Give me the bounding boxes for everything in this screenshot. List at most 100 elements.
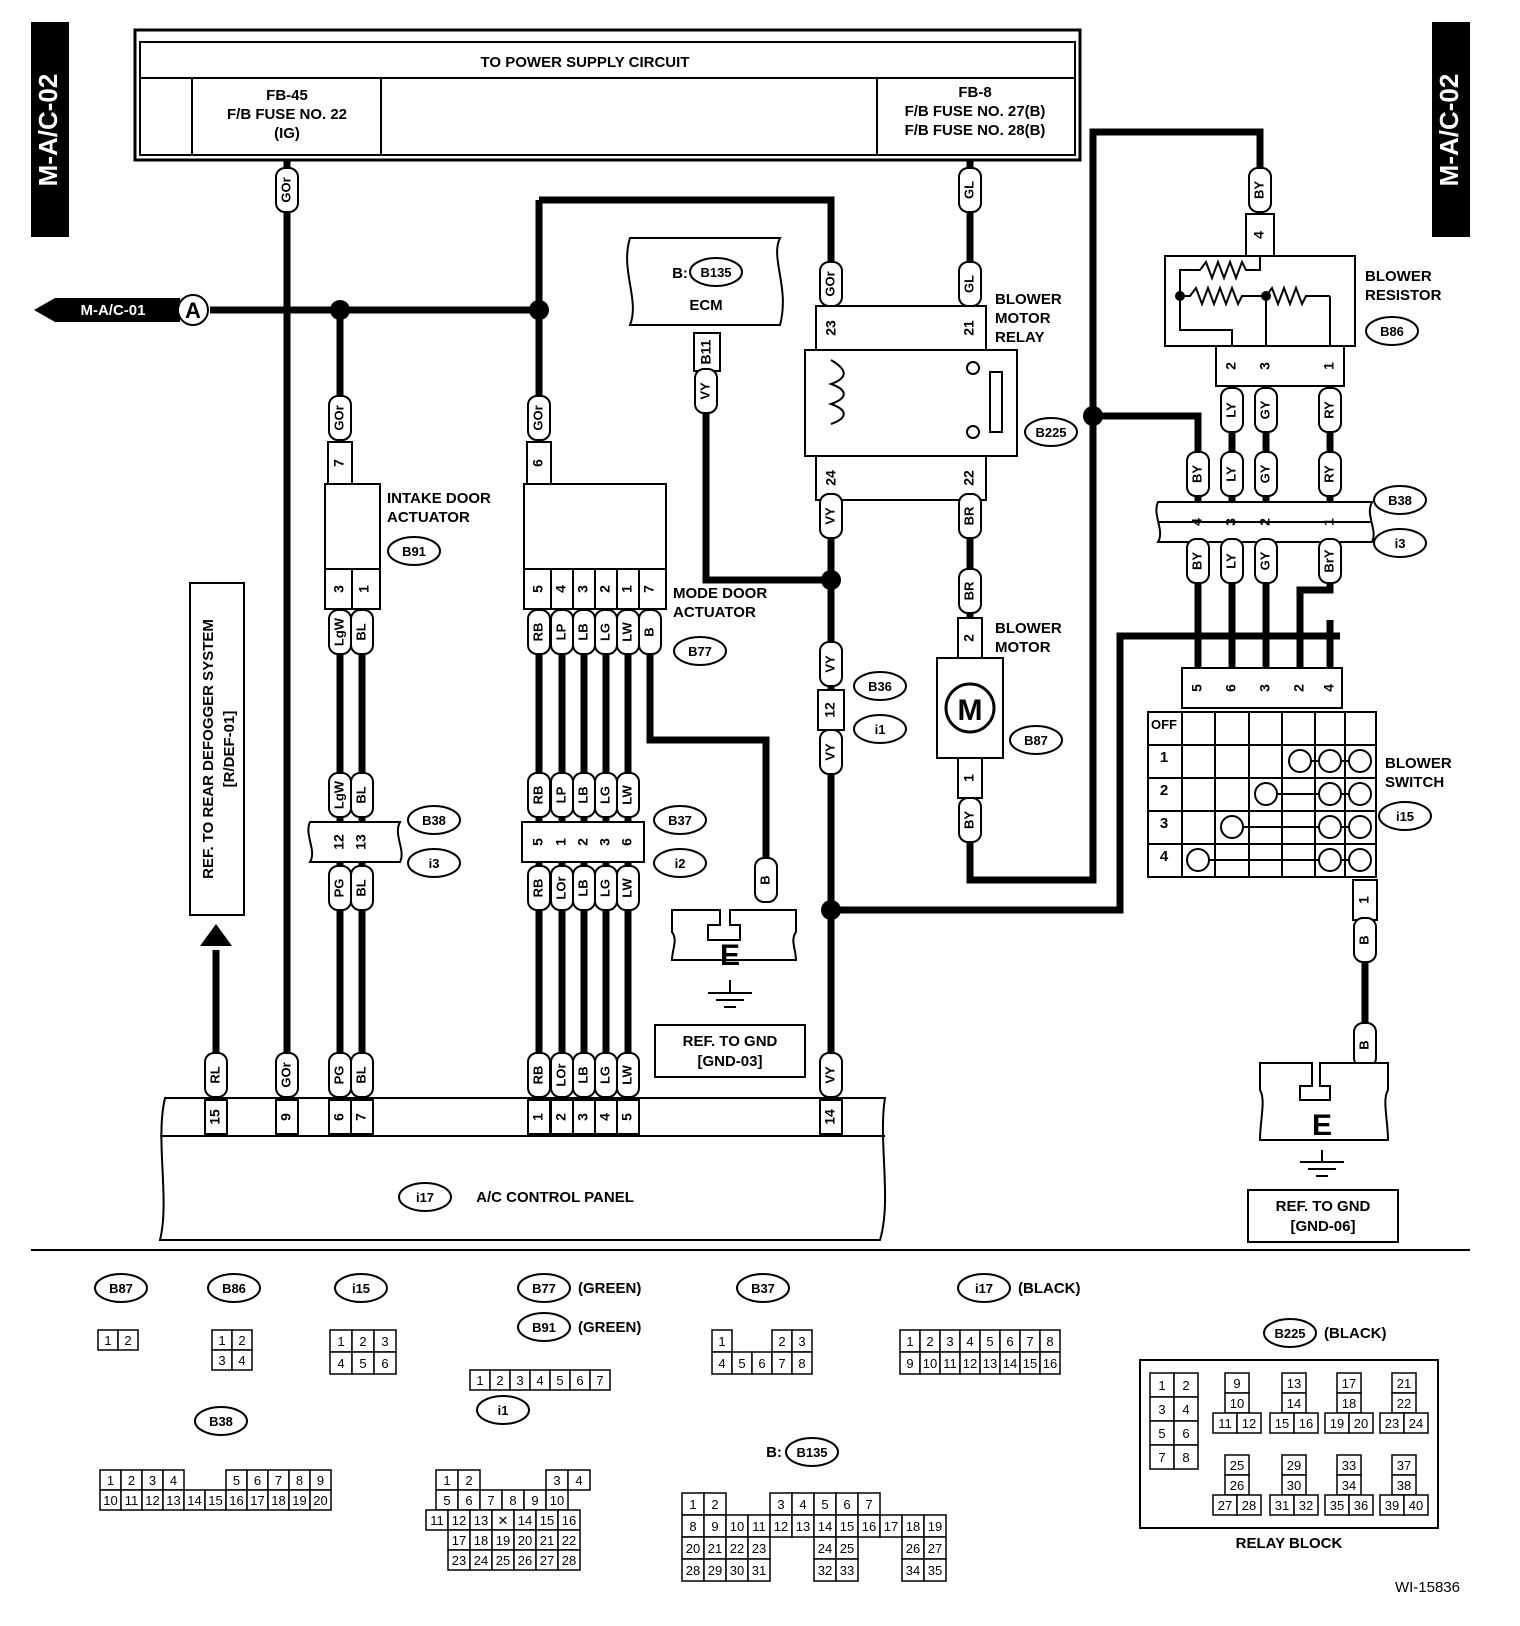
wire-color-lg: LG (594, 772, 618, 818)
svg-text:B86: B86 (1380, 324, 1404, 339)
svg-text:23: 23 (752, 1541, 766, 1556)
svg-text:23: 23 (1385, 1416, 1399, 1431)
svg-text:32: 32 (1299, 1498, 1313, 1513)
svg-text:19: 19 (496, 1533, 510, 1548)
svg-text:1: 1 (906, 1334, 913, 1349)
svg-text:37: 37 (1397, 1458, 1411, 1473)
svg-text:B: B (1356, 1040, 1371, 1049)
wire-color-vy: VY (819, 493, 843, 539)
wire-color-lg: LG (594, 865, 618, 911)
svg-text:18: 18 (271, 1493, 285, 1508)
svg-text:(GREEN): (GREEN) (578, 1319, 641, 1336)
svg-text:✕: ✕ (498, 1513, 509, 1528)
wire-color-bry: BrY (1318, 538, 1342, 584)
wire-color-by: BY (1248, 167, 1272, 213)
svg-text:6: 6 (843, 1497, 850, 1512)
fuse-left-3: (IG) (274, 125, 300, 142)
power-title: TO POWER SUPPLY CIRCUIT (481, 54, 690, 71)
svg-text:LG: LG (597, 879, 612, 897)
svg-text:LG: LG (597, 786, 612, 804)
svg-text:36: 36 (1354, 1498, 1368, 1513)
svg-text:33: 33 (1342, 1458, 1356, 1473)
svg-text:BR: BR (961, 506, 976, 525)
svg-text:18: 18 (474, 1533, 488, 1548)
side-label-left: M-A/C-02 (31, 22, 69, 237)
wire-color-vy: VY (819, 729, 843, 775)
svg-text:17: 17 (884, 1519, 898, 1534)
svg-text:34: 34 (906, 1563, 920, 1578)
svg-text:GY: GY (1257, 464, 1272, 483)
svg-text:39: 39 (1385, 1498, 1399, 1513)
svg-text:MODE DOOR: MODE DOOR (673, 585, 767, 602)
svg-text:BY: BY (1251, 181, 1266, 199)
wire-color-gy: GY (1254, 387, 1278, 433)
svg-text:10: 10 (1230, 1396, 1244, 1411)
svg-text:3: 3 (946, 1334, 953, 1349)
svg-text:i3: i3 (429, 856, 440, 871)
panel-pin: 15 (204, 1099, 228, 1135)
svg-text:4: 4 (597, 1113, 613, 1121)
svg-text:BLOWER: BLOWER (1365, 268, 1432, 285)
wire-color-bl: BL (350, 609, 374, 655)
svg-text:B135: B135 (796, 1445, 827, 1460)
svg-text:10: 10 (103, 1493, 117, 1508)
svg-text:16: 16 (862, 1519, 876, 1534)
svg-text:RB: RB (530, 786, 545, 805)
svg-text:13: 13 (1287, 1376, 1301, 1391)
svg-text:8: 8 (509, 1493, 516, 1508)
svg-text:7: 7 (641, 585, 657, 593)
svg-text:E: E (1312, 1109, 1332, 1142)
svg-text:2: 2 (597, 585, 613, 593)
svg-text:4: 4 (1160, 848, 1169, 865)
svg-text:24: 24 (823, 470, 839, 486)
svg-text:REF. TO REAR DEFOGGER SYSTEM: REF. TO REAR DEFOGGER SYSTEM (200, 619, 217, 879)
panel-pin: 1 (527, 1099, 551, 1135)
svg-text:RY: RY (1321, 401, 1336, 419)
defogger-reference: REF. TO REAR DEFOGGER SYSTEM [R/DEF-01] (189, 582, 245, 946)
svg-text:10: 10 (923, 1356, 937, 1371)
svg-text:31: 31 (752, 1563, 766, 1578)
svg-text:BLOWER: BLOWER (995, 291, 1062, 308)
svg-text:BrY: BrY (1321, 549, 1336, 572)
svg-text:i17: i17 (975, 1281, 993, 1296)
svg-text:23: 23 (452, 1553, 466, 1568)
svg-text:i1: i1 (498, 1403, 509, 1418)
svg-text:9: 9 (906, 1356, 913, 1371)
svg-text:VY: VY (822, 507, 837, 525)
svg-text:5: 5 (530, 838, 546, 846)
svg-text:4: 4 (337, 1356, 344, 1371)
svg-text:BL: BL (353, 786, 368, 803)
svg-text:6: 6 (465, 1493, 472, 1508)
svg-text:LW: LW (619, 878, 634, 898)
svg-text:4: 4 (1251, 231, 1267, 239)
svg-text:17: 17 (452, 1533, 466, 1548)
svg-text:LP: LP (553, 623, 568, 640)
svg-text:17: 17 (1342, 1376, 1356, 1391)
wire-color-gy: GY (1254, 451, 1278, 497)
svg-text:B11: B11 (698, 339, 714, 364)
svg-text:3: 3 (1257, 362, 1273, 370)
svg-text:9: 9 (531, 1493, 538, 1508)
svg-text:15: 15 (208, 1493, 222, 1508)
ground-1: E REF. TO GND [GND-03] (654, 909, 806, 1078)
wire-color-gl: GL (958, 261, 982, 307)
svg-text:M-A/C-02: M-A/C-02 (1434, 74, 1464, 187)
panel-pin: 7 (350, 1099, 374, 1135)
svg-text:A/C CONTROL PANEL: A/C CONTROL PANEL (476, 1189, 634, 1206)
svg-text:8: 8 (1182, 1450, 1189, 1465)
wire-color-ly: LY (1220, 451, 1244, 497)
svg-text:1: 1 (1158, 1378, 1165, 1393)
mode-door-actuator: 6 5 4 3 2 1 7 MODE DOOR ACTUATOR B77 (523, 441, 767, 666)
svg-text:26: 26 (1230, 1478, 1244, 1493)
svg-text:24: 24 (818, 1541, 832, 1556)
power-supply-block: TO POWER SUPPLY CIRCUIT FB-45 F/B FUSE N… (133, 28, 1082, 162)
svg-text:27: 27 (540, 1553, 554, 1568)
svg-text:28: 28 (562, 1553, 576, 1568)
svg-text:8: 8 (1046, 1334, 1053, 1349)
svg-text:B77: B77 (532, 1281, 556, 1296)
